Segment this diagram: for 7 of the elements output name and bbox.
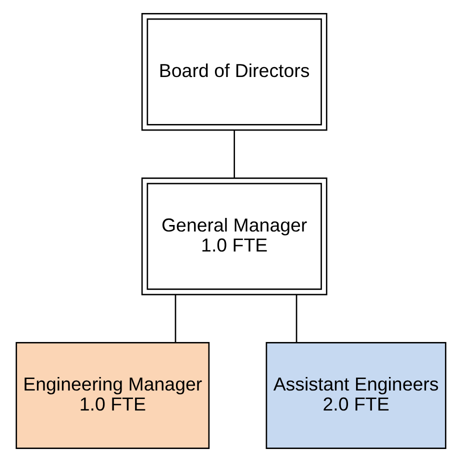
node-box: Assistant Engineers 2.0 FTE: [266, 342, 446, 449]
node-box: General Manager 1.0 FTE: [141, 178, 328, 296]
node-box: Board of Directors: [141, 13, 328, 131]
node-box: Engineering Manager 1.0 FTE: [16, 342, 210, 449]
connector: [174, 294, 176, 342]
connector: [296, 294, 298, 342]
connector: [234, 130, 236, 178]
